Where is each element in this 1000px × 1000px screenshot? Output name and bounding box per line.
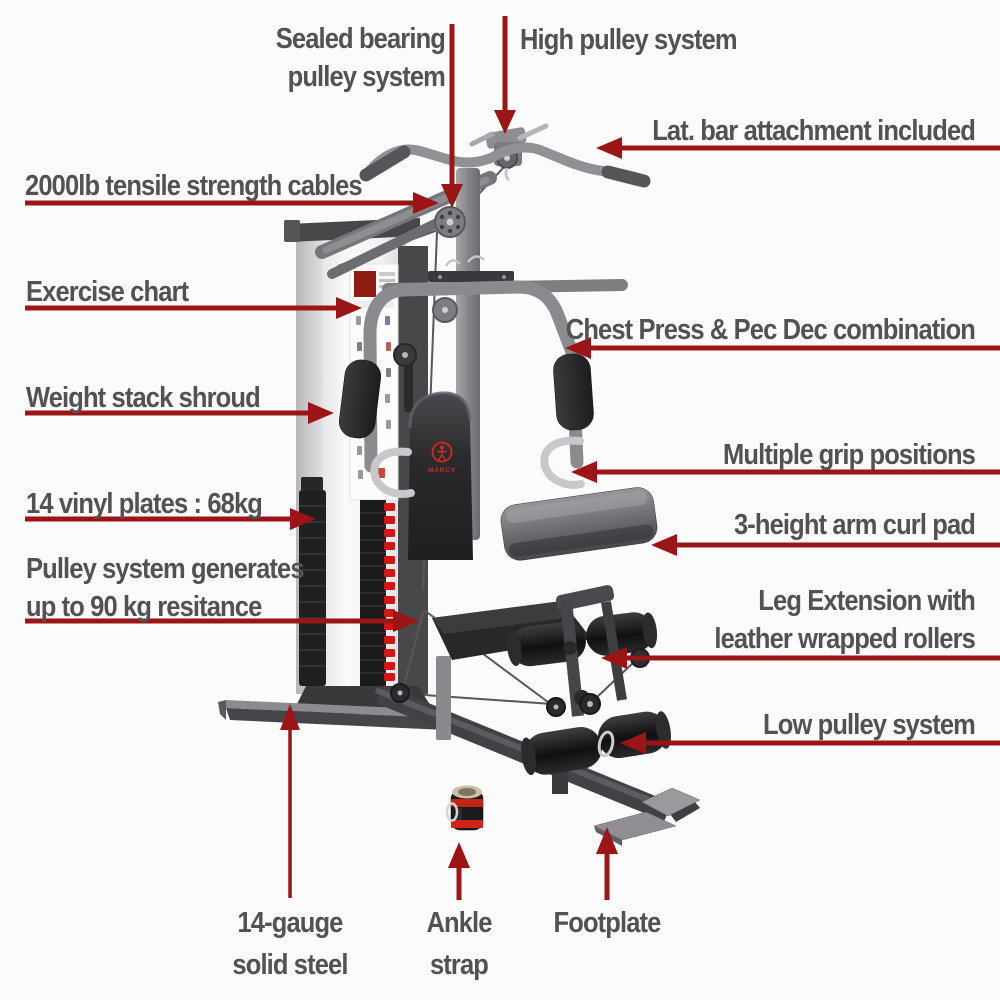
feature-label-leg-extension: Leg Extension with leather wrapped rolle… <box>645 582 975 658</box>
label-line: Chest Press & Pec Dec combination <box>565 314 976 346</box>
arrow-high-pulley <box>494 16 516 134</box>
feature-label-high-pulley: High pulley system <box>520 21 738 59</box>
arrow-tensile-cables <box>25 192 439 214</box>
carabiner-clip <box>597 730 615 758</box>
label-line: Footplate <box>553 907 662 939</box>
arrow-sealed-bearing <box>441 24 463 208</box>
label-line: 3-height arm curl pad <box>733 509 976 541</box>
arrow-leg-extension <box>601 647 1000 669</box>
lat-bar-grip-left <box>359 145 411 182</box>
label-line: 2000lb tensile strength cables <box>25 170 363 202</box>
weight-pin-tabs <box>384 503 395 681</box>
arrow-low-pulley <box>620 732 1000 754</box>
feature-label-pulley-resistance: Pulley system generates up to 90 kg resi… <box>26 550 305 626</box>
brand-logo: MARCY <box>428 441 456 474</box>
feature-label-low-pulley: Low pulley system <box>645 706 976 744</box>
weight-stack <box>360 500 395 688</box>
label-line: High pulley system <box>520 24 738 56</box>
vinyl-plate-stack <box>299 477 326 686</box>
label-line: Low pulley system <box>763 709 976 741</box>
label-line: strap <box>429 949 489 981</box>
feature-label-ankle-strap: Ankle strap <box>406 902 512 986</box>
feature-label-footplate: Footplate <box>528 902 686 944</box>
label-line: Leg Extension with <box>758 585 976 617</box>
label-line: pulley system <box>287 61 446 93</box>
feature-label-chest-press: Chest Press & Pec Dec combination <box>557 311 976 349</box>
grip-handle-left <box>370 447 415 498</box>
label-line: 14 vinyl plates : 68kg <box>26 488 263 520</box>
arrow-arm-curl-pad <box>651 534 1000 556</box>
label-line: leather wrapped rollers <box>714 623 975 655</box>
brand-text: MARCY <box>428 467 456 474</box>
feature-label-exercise-chart: Exercise chart <box>26 273 189 311</box>
arrow-exercise-chart <box>25 297 362 319</box>
top-roller-right <box>586 612 658 656</box>
low-pulley <box>546 693 601 717</box>
arrow-weight-stack-shroud <box>25 402 334 424</box>
feature-label-vinyl-plates: 14 vinyl plates : 68kg <box>26 485 263 523</box>
lat-bar-grip-right <box>601 165 651 188</box>
label-line: Pulley system generates <box>26 553 305 585</box>
d-ring <box>445 802 459 822</box>
seat <box>432 601 590 660</box>
bottom-roller-left <box>521 727 602 776</box>
label-line: Multiple grip positions <box>723 439 976 471</box>
arrow-lat-bar <box>596 137 1000 159</box>
feature-label-gauge-steel: 14-gauge solid steel <box>202 902 378 986</box>
feature-label-lat-bar: Lat. bar attachment included <box>645 112 976 150</box>
lat-bar <box>359 142 651 188</box>
sealed-bearing-pulley <box>434 206 466 238</box>
label-line: Sealed bearing <box>275 23 446 55</box>
arrow-multiple-grip <box>571 461 1000 483</box>
press-arm-pad-left <box>338 359 382 439</box>
arrow-gauge-steel <box>280 704 300 898</box>
press-arm-pad-right <box>553 353 594 431</box>
label-line: Exercise chart <box>26 276 189 308</box>
seat-back: MARCY <box>408 391 473 560</box>
bottom-roller-right <box>598 711 671 759</box>
feature-label-weight-stack-shroud: Weight stack shroud <box>26 379 261 417</box>
label-line: Ankle <box>426 907 492 939</box>
arrow-pulley-resistance <box>25 610 419 632</box>
grip-handle-right <box>540 436 585 489</box>
feature-label-tensile-cables: 2000lb tensile strength cables <box>25 167 363 205</box>
feature-label-multiple-grip: Multiple grip positions <box>645 436 976 474</box>
press-arm-tube <box>363 280 584 473</box>
beam-pulley <box>393 297 458 367</box>
arrow-footplate <box>596 827 618 900</box>
base-frame <box>218 656 700 822</box>
label-line: up to 90 kg resitance <box>26 591 262 623</box>
label-line: Weight stack shroud <box>26 382 261 414</box>
feature-label-arm-curl-pad: 3-height arm curl pad <box>645 506 976 544</box>
arrow-chest-press <box>565 337 1000 359</box>
label-line: Lat. bar attachment included <box>652 115 976 147</box>
ankle-strap-icon <box>445 785 484 831</box>
label-line: solid steel <box>232 949 348 981</box>
label-line: 14-gauge <box>237 907 343 939</box>
arm-curl-pad <box>500 487 658 561</box>
arrow-ankle-strap <box>448 842 470 900</box>
feature-label-sealed-bearing: Sealed bearing pulley system <box>185 20 446 96</box>
arrow-vinyl-plates <box>25 508 316 530</box>
